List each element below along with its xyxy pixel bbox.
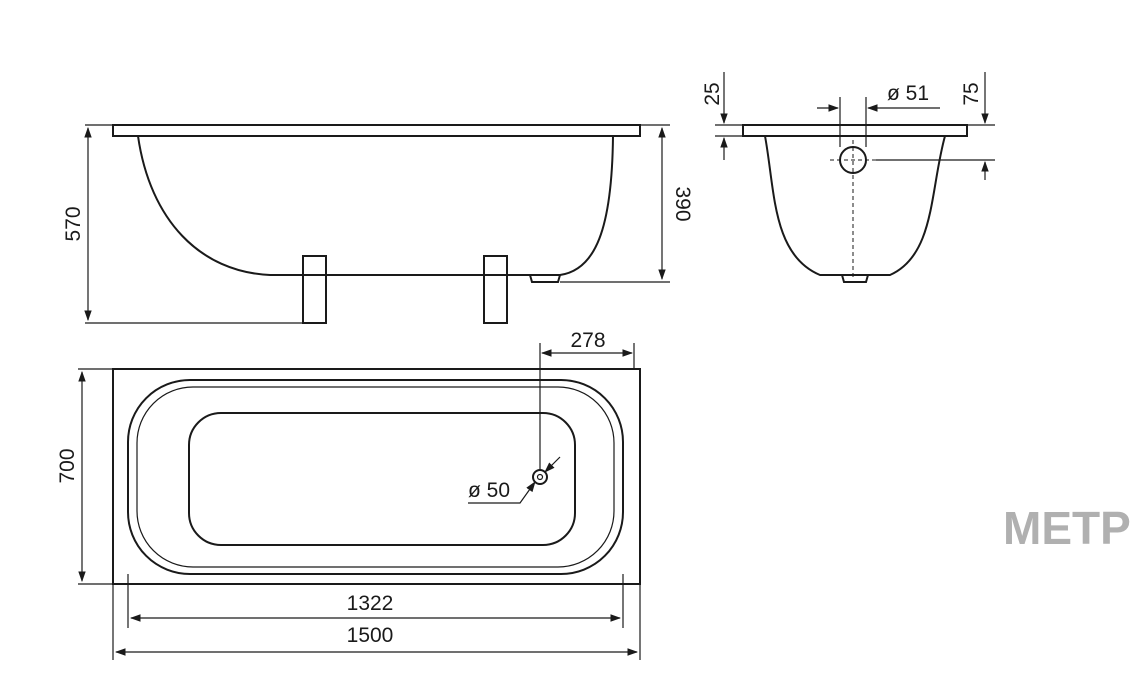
side-rim <box>112 124 641 137</box>
overflow-diameter-label: ø 51 <box>887 82 929 105</box>
side-drain-outlet <box>529 274 561 283</box>
top-inner-basin <box>127 379 624 575</box>
height-body-label: 390 <box>671 186 694 221</box>
inner-length-label: 1322 <box>347 592 394 615</box>
drain-hole <box>532 469 548 485</box>
top-view: 278 ø 50 700 1322 1500 <box>56 329 641 660</box>
overflow-offset-label: 75 <box>960 82 983 105</box>
drain-diameter-leader <box>468 481 536 504</box>
end-tub-body <box>764 135 946 276</box>
height-total-label: 570 <box>62 206 85 241</box>
rim-thickness-label: 25 <box>701 82 724 105</box>
width-label: 700 <box>56 448 79 483</box>
side-view: 570 390 <box>62 124 694 324</box>
side-tub-body <box>137 135 614 276</box>
end-drain-outlet <box>841 274 869 283</box>
end-view: 25 ø 51 75 <box>701 72 995 283</box>
top-outer-rim <box>112 368 641 585</box>
side-leg-right <box>483 255 508 324</box>
top-inner-basin-inner-edge <box>136 386 615 568</box>
side-leg-left <box>302 255 327 324</box>
top-tub-bottom <box>188 412 576 546</box>
drain-offset-label: 278 <box>570 329 605 352</box>
end-rim <box>742 124 968 137</box>
watermark-logo: МЕТР <box>1003 502 1131 554</box>
outer-length-label: 1500 <box>347 624 394 647</box>
drain-diameter-label: ø 50 <box>468 479 510 502</box>
